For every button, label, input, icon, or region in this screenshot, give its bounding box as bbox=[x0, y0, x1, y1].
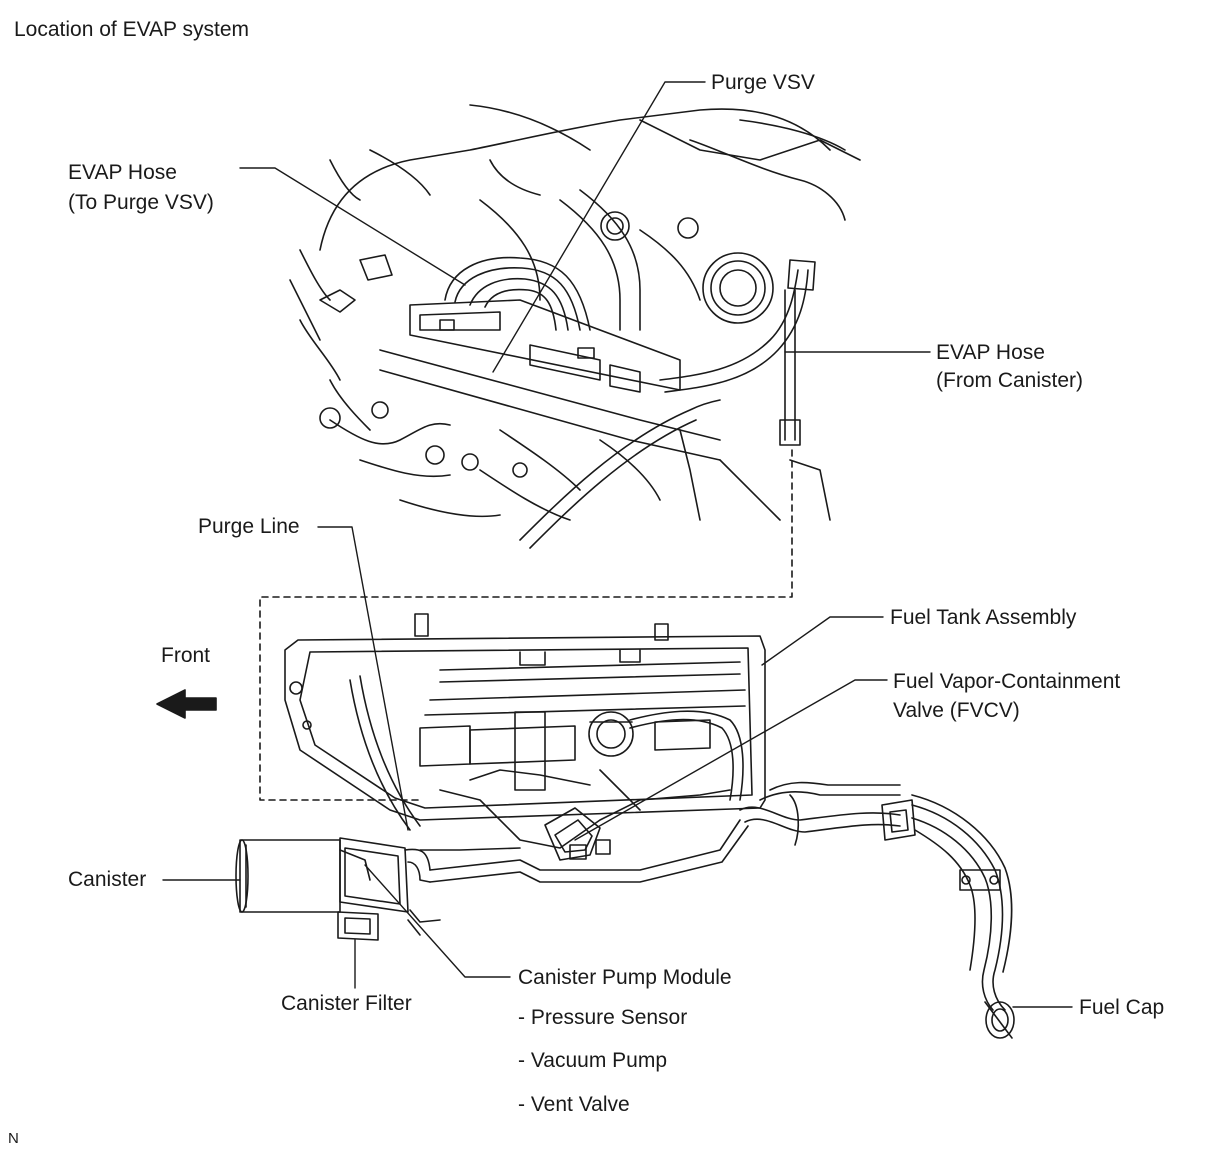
label-evap-hose-to-purge-vsv-line2: (To Purge VSV) bbox=[68, 191, 214, 214]
leader-lines bbox=[162, 81, 1073, 1008]
label-fvcv-line1: Fuel Vapor-Containment bbox=[893, 670, 1121, 693]
label-evap-hose-from-canister-line1: EVAP Hose bbox=[936, 341, 1045, 364]
label-purge-vsv: Purge VSV bbox=[711, 71, 815, 94]
page-title: Location of EVAP system bbox=[14, 18, 250, 41]
canister-illustration bbox=[235, 837, 441, 941]
label-purge-line: Purge Line bbox=[198, 515, 300, 538]
fuel-tank-illustration bbox=[284, 613, 1015, 1039]
arrow-left-icon bbox=[156, 689, 217, 719]
label-evap-hose-to-purge-vsv-line1: EVAP Hose bbox=[68, 161, 177, 184]
label-fuel-cap: Fuel Cap bbox=[1079, 996, 1165, 1019]
label-fuel-tank-assembly: Fuel Tank Assembly bbox=[890, 606, 1077, 629]
label-vacuum-pump: - Vacuum Pump bbox=[518, 1049, 667, 1072]
label-evap-hose-from-canister-line2: (From Canister) bbox=[936, 369, 1084, 392]
detail-correspondence-box bbox=[259, 449, 793, 801]
label-front: Front bbox=[161, 644, 211, 667]
label-canister-filter: Canister Filter bbox=[281, 992, 412, 1015]
engine-illustration bbox=[289, 104, 861, 549]
label-fvcv-line2: Valve (FVCV) bbox=[893, 699, 1020, 722]
label-pressure-sensor: - Pressure Sensor bbox=[518, 1006, 688, 1029]
label-vent-valve: - Vent Valve bbox=[518, 1093, 630, 1116]
label-canister: Canister bbox=[68, 868, 147, 891]
label-canister-pump-module: Canister Pump Module bbox=[518, 966, 732, 989]
figure-code: N bbox=[8, 1130, 19, 1147]
